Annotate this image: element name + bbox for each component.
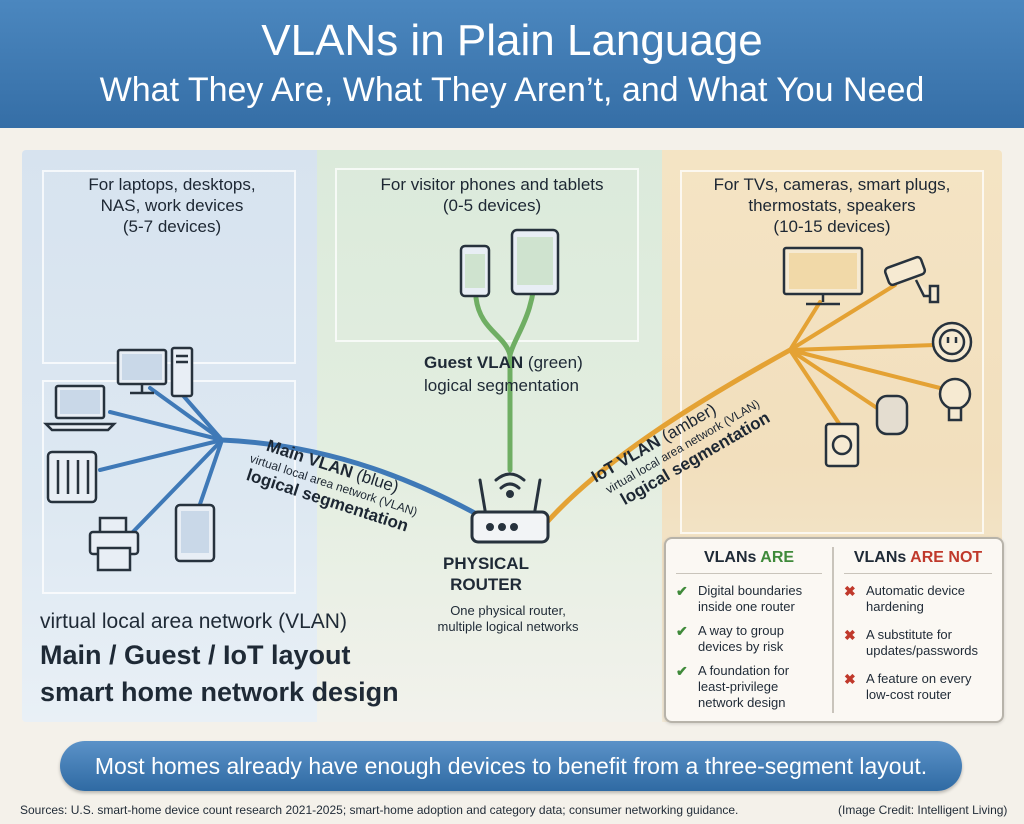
comparison-table: VLANs ARE ✔ Digital boundaries inside on… [664,537,1004,723]
tablet-icon [510,228,560,296]
are-item: ✔ A foundation for least-privilege netwo… [676,663,790,710]
not-item: ✖ Automatic device hardening [844,583,965,614]
printer-icon [88,516,140,572]
main-zone [22,150,317,722]
wifi-icon [494,472,526,498]
router-note: One physical router, multiple logical ne… [437,603,579,634]
iot-vlan-lines [537,283,942,533]
design-heading: smart home network design [40,677,399,707]
cross-icon: ✖ [844,627,856,643]
smart-speaker-icon [875,394,909,436]
summary-banner: Most homes already have enough devices t… [60,741,962,791]
vlans-are-column: VLANs ARE ✔ Digital boundaries inside on… [666,539,832,721]
are-item: ✔ Digital boundaries inside one router [676,583,803,614]
main-zone-caption: For laptops, desktops, NAS, work devices… [88,175,256,236]
guest-vlan-label: Guest VLAN (green) [424,353,583,372]
tv-icon [782,246,864,306]
header-banner: VLANs in Plain Language What They Are, W… [0,0,1024,128]
sources-footnote: Sources: U.S. smart-home device count re… [20,803,739,817]
monitor-icon [116,348,168,395]
not-item: ✖ A substitute for updates/passwords [844,627,979,658]
nas-icon [46,450,98,504]
router-label: PHYSICAL ROUTER [443,554,529,594]
phone-icon [459,244,491,298]
guest-vlan-seg: logical segmentation [424,376,579,395]
tablet-icon [174,503,216,563]
image-credit: (Image Credit: Intelligent Living) [838,803,1008,817]
main-vlan-lines [98,386,508,537]
layout-heading: Main / Guest / IoT layout [40,640,351,670]
guest-zone-caption: For visitor phones and tablets (0-5 devi… [380,175,604,215]
camera-icon [883,255,940,304]
tower-pc-icon [170,346,194,398]
vlans-are-heading: VLANs ARE [703,549,795,566]
page-subtitle: What They Are, What They Aren’t, and Wha… [99,71,925,109]
page-title: VLANs in Plain Language [261,16,763,65]
vlans-are-not-column: VLANs ARE NOT ✖ Automatic device hardeni… [834,539,1002,721]
are-item: ✔ A way to group devices by risk [676,623,784,654]
smart-plug-icon [931,321,973,363]
laptop-icon [42,384,118,432]
iot-zone-caption: For TVs, cameras, smart plugs, thermosta… [713,175,951,236]
check-icon: ✔ [676,663,688,679]
check-icon: ✔ [676,583,688,599]
router-icon [470,478,550,544]
not-item: ✖ A feature on every low-cost router [844,671,972,702]
cross-icon: ✖ [844,671,856,687]
guest-zone [317,150,662,722]
wall-outlet-icon [824,422,860,468]
cross-icon: ✖ [844,583,856,599]
table-divider [832,547,834,713]
check-icon: ✔ [676,623,688,639]
vlans-are-not-heading: VLANs ARE NOT [853,549,983,566]
vlan-definition-text: virtual local area network (VLAN) [40,610,347,633]
smart-bulb-icon [938,377,972,422]
